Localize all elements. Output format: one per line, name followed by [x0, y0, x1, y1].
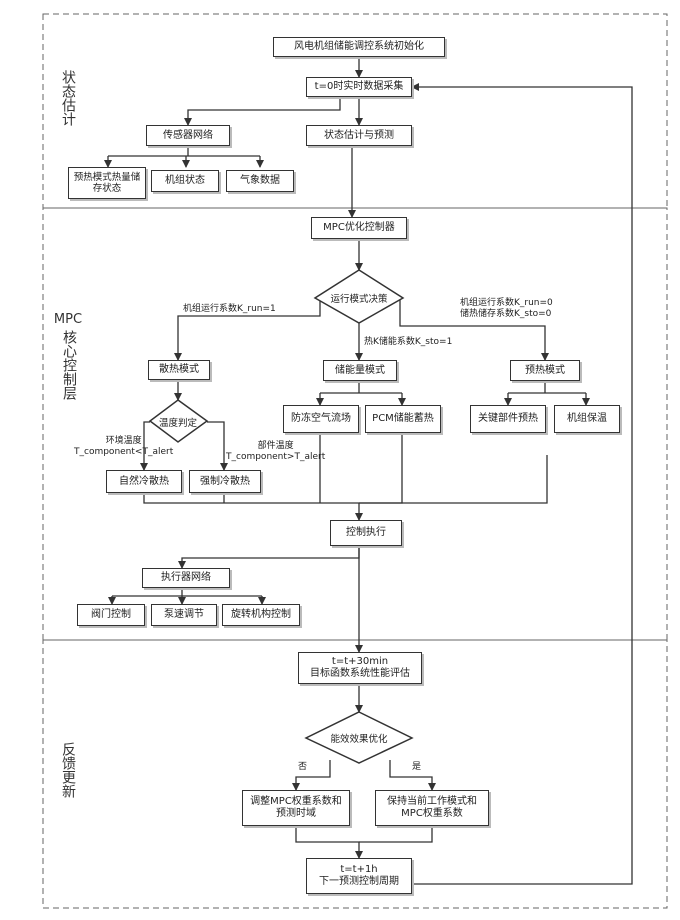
node-mpc-ctrl-label: MPC优化控制器	[323, 222, 395, 234]
node-time-update-label: t=t+30min	[332, 656, 388, 668]
node-time-update: t=t+30min 目标函数系统性能评估	[298, 652, 422, 684]
node-air-flow: 防冻空气流场	[283, 405, 359, 433]
node-leaf-preheat-state-label: 预热模式热量储存状态	[72, 172, 142, 194]
node-sensor-net-label: 传感器网络	[163, 130, 213, 142]
node-heater: 关键部件预热	[470, 405, 546, 433]
node-optimize-text: 能效效果优化	[330, 734, 387, 745]
node-natural-cool: 自然冷散热	[106, 470, 182, 493]
node-leaf-weather: 气象数据	[226, 170, 294, 192]
cond-left-label: 环境温度 T_component<T_alert	[74, 436, 173, 458]
node-obj-eval-label: 目标函数系统性能评估	[310, 668, 410, 680]
layer-label-feedback: 反馈更新	[58, 742, 76, 804]
branch-no-text: 否	[298, 762, 307, 772]
node-act-rotate-label: 旋转机构控制	[231, 609, 291, 621]
node-init-label: 风电机组储能调控系统初始化	[294, 41, 424, 53]
node-leaf-preheat-state: 预热模式热量储存状态	[68, 167, 146, 199]
node-forced-cool-label: 强制冷散热	[200, 476, 250, 488]
node-next: t=t+1h 下一预测控制周期	[306, 858, 412, 894]
cond-left-text-1: 环境温度	[74, 436, 173, 447]
node-act-rotate: 旋转机构控制	[222, 604, 300, 626]
node-storage-mode-label: 储能量模式	[335, 365, 385, 377]
node-act-valve-label: 阀门控制	[91, 609, 131, 621]
node-forced-cool: 强制冷散热	[189, 470, 261, 493]
node-sensor-net: 传感器网络	[146, 125, 230, 146]
node-state-params-label: 状态估计与预测	[324, 130, 394, 142]
node-act-pump-label: 泵速调节	[164, 609, 204, 621]
node-heat-dissip-mode: 散热模式	[148, 360, 210, 380]
node-leaf-unit-state: 机组状态	[151, 170, 219, 192]
node-unit-warm: 机组保温	[554, 405, 620, 433]
layer-label-mpc: MPC 核心控制层	[50, 310, 86, 406]
node-exec-label: 控制执行	[346, 527, 386, 539]
node-state-params: 状态估计与预测	[306, 125, 412, 146]
node-temp-judge-text: 温度判定	[159, 418, 197, 429]
layer-label-mpc-prefix: MPC	[50, 310, 86, 330]
node-adjust-left-label: 调整MPC权重系数和预测时域	[246, 796, 346, 820]
node-next-label-2: 下一预测控制周期	[319, 876, 399, 888]
node-decision-text: 运行模式决策	[330, 294, 387, 305]
layer-label-feedback-text: 反馈更新	[58, 742, 78, 798]
cond-right-label: 部件温度 T_component>T_alert	[226, 441, 325, 463]
node-unit-warm-label: 机组保温	[567, 413, 607, 425]
branch-left-label: 机组运行系数K_run=1	[183, 304, 276, 315]
node-actuator-net: 执行器网络	[142, 568, 230, 588]
cond-right-text-2: T_component>T_alert	[226, 452, 325, 463]
node-act-valve: 阀门控制	[77, 604, 145, 626]
node-adjust-right-label: 保持当前工作模式和MPC权重系数	[379, 796, 485, 820]
node-realtime: t=0时实时数据采集	[306, 77, 412, 97]
node-actuator-net-label: 执行器网络	[161, 572, 211, 584]
branch-left-text: 机组运行系数K_run=1	[183, 304, 276, 314]
branch-yes-text: 是	[412, 762, 421, 772]
node-leaf-unit-state-label: 机组状态	[165, 175, 205, 187]
node-air-flow-label: 防冻空气流场	[291, 413, 351, 425]
cond-right-text-1: 部件温度	[226, 441, 325, 452]
node-exec: 控制执行	[330, 520, 402, 546]
cond-left-text-2: T_component<T_alert	[74, 447, 173, 458]
node-realtime-label: t=0时实时数据采集	[315, 81, 404, 93]
node-preheat-mode: 预热模式	[510, 360, 580, 381]
node-mpc-ctrl: MPC优化控制器	[311, 217, 407, 239]
node-adjust-left: 调整MPC权重系数和预测时域	[242, 790, 350, 826]
layer-label-state-text: 状态估计	[58, 70, 78, 126]
node-optimize-label: 能效效果优化	[318, 731, 400, 745]
node-leaf-weather-label: 气象数据	[240, 175, 280, 187]
node-storage-mode: 储能量模式	[323, 360, 397, 381]
branch-right-label: 机组运行系数K_run=0 储热储存系数K_sto=0	[460, 298, 553, 320]
node-adjust-right: 保持当前工作模式和MPC权重系数	[375, 790, 489, 826]
branch-right-text-2: 储热储存系数K_sto=0	[460, 309, 553, 320]
layer-label-mpc-rest: 核心控制层	[59, 330, 79, 400]
node-act-pump: 泵速调节	[151, 604, 217, 626]
layer-label-state: 状态估计	[58, 70, 76, 132]
node-temp-judge-label: 温度判定	[152, 415, 204, 429]
branch-mid-text: 热K储能系数K_sto=1	[364, 337, 452, 347]
node-next-label-1: t=t+1h	[340, 864, 377, 876]
node-pcm: PCM储能蓄热	[365, 405, 441, 433]
node-decision-label: 运行模式决策	[318, 291, 400, 305]
node-natural-cool-label: 自然冷散热	[119, 476, 169, 488]
branch-no-label: 否	[298, 762, 307, 773]
node-heat-dissip-mode-label: 散热模式	[159, 364, 199, 376]
node-init: 风电机组储能调控系统初始化	[273, 37, 445, 57]
node-heater-label: 关键部件预热	[478, 413, 538, 425]
branch-mid-label: 热K储能系数K_sto=1	[364, 337, 452, 348]
node-pcm-label: PCM储能蓄热	[372, 413, 434, 425]
branch-right-text-1: 机组运行系数K_run=0	[460, 298, 553, 309]
branch-yes-label: 是	[412, 762, 421, 773]
node-preheat-mode-label: 预热模式	[525, 365, 565, 377]
